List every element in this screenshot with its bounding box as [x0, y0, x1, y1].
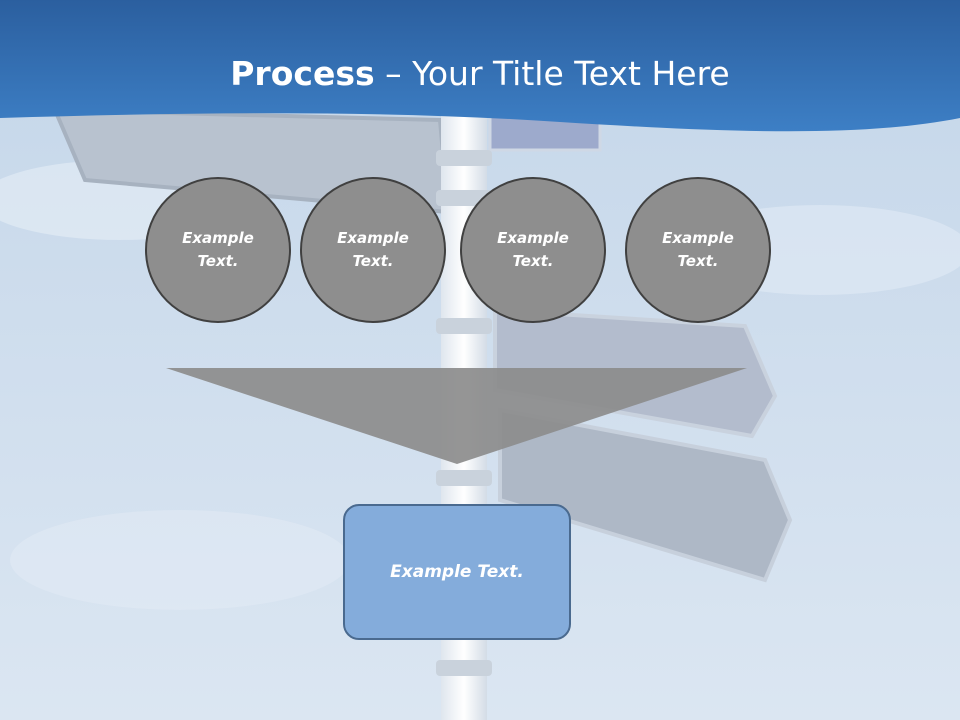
step-circle-3: Example Text.	[460, 177, 606, 323]
step-circle-2: Example Text.	[300, 177, 446, 323]
title-banner	[0, 0, 960, 132]
step-circle-1: Example Text.	[145, 177, 291, 323]
step-circle-label: Example Text.	[337, 229, 409, 270]
step-circle-label: Example Text.	[182, 229, 254, 270]
step-circle-4: Example Text.	[625, 177, 771, 323]
step-circle-label: Example Text.	[662, 229, 734, 270]
result-box-label: Example Text.	[390, 562, 524, 582]
title-text: – Your Title Text Here	[374, 54, 730, 93]
step-circle-label: Example Text.	[497, 229, 569, 270]
result-box: Example Text.	[343, 504, 571, 640]
slide-title: Process – Your Title Text Here	[0, 50, 960, 98]
title-bold-word: Process	[230, 54, 375, 93]
